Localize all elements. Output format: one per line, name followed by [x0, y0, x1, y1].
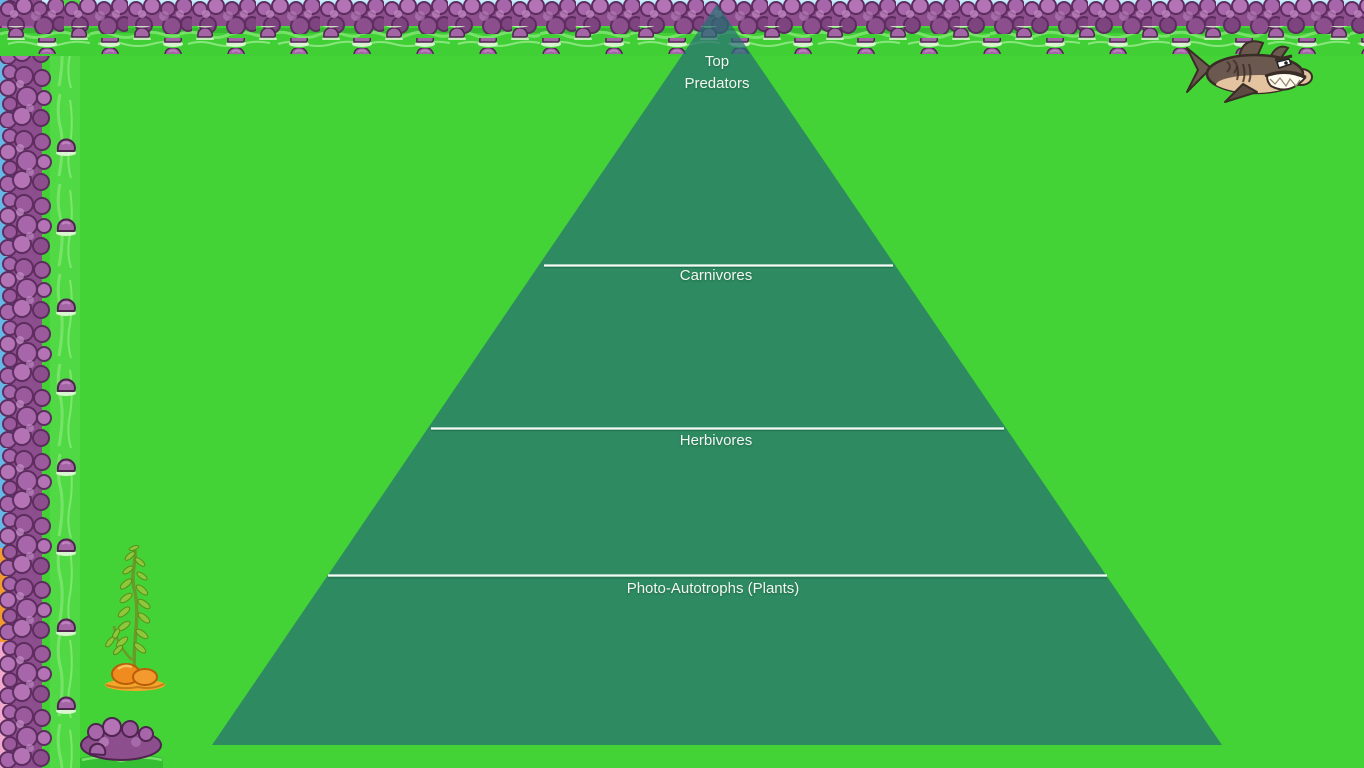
top-rock-border: [0, 0, 1364, 56]
rock-wall: [0, 0, 52, 768]
pebble-row-upper: [0, 26, 1364, 40]
pebble-row-lower: [0, 38, 1364, 54]
shark-icon[interactable]: [1183, 36, 1315, 104]
pyramid-level-top-predators[interactable]: [539, 4, 895, 265]
left-rock-border: [0, 0, 80, 768]
seaweed-icon[interactable]: [92, 538, 168, 693]
rock-patch: [80, 717, 163, 768]
pyramid-level-herbivores[interactable]: [328, 428, 1106, 575]
pyramid-level-photo-autotrophs[interactable]: [212, 575, 1222, 745]
pyramid-level-carnivores[interactable]: [428, 265, 1006, 428]
